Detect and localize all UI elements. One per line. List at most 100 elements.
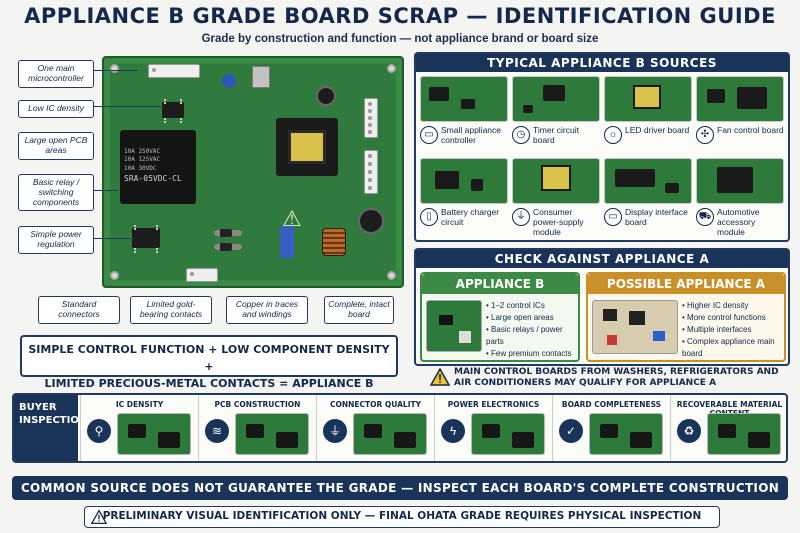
hv-warning-icon: ⚠	[282, 206, 302, 231]
inspection-label: BUYER INSPECTION	[14, 395, 87, 461]
leader-line	[94, 106, 164, 107]
sources-panel: TYPICAL APPLIANCE B SOURCES ▭ Small appli…	[414, 52, 790, 242]
microcontroller-chip	[162, 99, 184, 121]
source-label: Small appliance controller	[441, 125, 502, 145]
grade-formula-box: SIMPLE CONTROL FUNCTION + LOW COMPONENT …	[20, 335, 398, 407]
bullet: Higher IC density	[682, 300, 784, 312]
inspection-photo	[471, 413, 545, 455]
appliance-b-bullets: 1–2 control ICs Large open areas Basic r…	[486, 300, 578, 360]
voltage-regulator	[252, 66, 270, 88]
source-photo	[696, 158, 784, 204]
car-icon: ⛟	[696, 208, 714, 226]
source-tile: ▯Battery charger circuit	[420, 158, 508, 228]
callout-open-areas: Large open PCB areas	[18, 132, 94, 160]
notice-text: MAIN CONTROL BOARDS FROM WASHERS, REFRIG…	[454, 367, 779, 388]
connector	[148, 64, 200, 78]
source-tile: ▭Display interface board	[604, 158, 692, 228]
inspection-item-label: CONNECTOR QUALITY	[329, 400, 422, 409]
clock-icon: ◷	[512, 126, 530, 144]
magnifier-icon: ⚲	[87, 419, 111, 443]
source-label: Battery charger circuit	[441, 207, 500, 227]
callout-gold-contacts: Limited gold-bearing contacts	[130, 296, 212, 324]
source-photo	[512, 158, 600, 204]
inspection-photo	[589, 413, 663, 455]
battery-icon: ▯	[420, 208, 438, 226]
inspection-photo	[117, 413, 191, 455]
page-subtitle: Grade by construction and function — not…	[201, 33, 599, 45]
source-photo	[420, 158, 508, 204]
connector	[364, 150, 378, 194]
grade-warning-banner: COMMON SOURCE DOES NOT GUARANTEE THE GRA…	[12, 476, 788, 500]
connector	[364, 98, 378, 138]
connector	[186, 268, 218, 282]
formula-line-1: SIMPLE CONTROL FUNCTION + LOW COMPONENT …	[28, 343, 390, 373]
annotated-board-figure: 10A 250VAC 10A 125VAC 10A 30VDC SRA-05VD…	[12, 48, 406, 330]
diode	[214, 243, 242, 251]
sources-heading: TYPICAL APPLIANCE B SOURCES	[416, 54, 788, 72]
shield-check-icon: ✓	[559, 419, 583, 443]
source-photo	[604, 76, 692, 122]
page-title: APPLIANCE B GRADE BOARD SCRAP — IDENTIFI…	[24, 4, 776, 28]
appliance-a-card: POSSIBLE APPLIANCE A Higher IC density M…	[586, 272, 786, 362]
callout-connectors: Standard connectors	[38, 296, 120, 324]
relay-rating: 10A 30VDC	[124, 164, 157, 172]
callout-relay: Basic relay / switching components	[18, 174, 94, 212]
inspection-item-label: BOARD COMPLETENESS	[561, 400, 662, 409]
source-tile: ⏚Consumer power-supply module	[512, 158, 600, 237]
mount-hole	[387, 64, 396, 73]
disclaimer-footer: PRELIMINARY VISUAL IDENTIFICATION ONLY —…	[84, 506, 720, 528]
appliance-a-photo	[592, 300, 678, 354]
source-label: LED driver board	[625, 125, 690, 135]
recycle-icon: ♻	[677, 419, 701, 443]
inspection-item-label: POWER ELECTRONICS	[447, 400, 540, 409]
bullet: More control functions	[682, 312, 784, 324]
warning-icon	[430, 368, 450, 386]
bullet: Few premium contacts	[486, 348, 578, 360]
callout-microcontroller: One main microcontroller	[18, 60, 94, 88]
relay-component: 10A 250VAC 10A 125VAC 10A 30VDC SRA-05VD…	[120, 130, 196, 204]
disclaimer-text: PRELIMINARY VISUAL IDENTIFICATION ONLY —…	[102, 510, 702, 522]
callout-power-regulation: Simple power regulation	[18, 226, 94, 254]
bullet: 1–2 control ICs	[486, 300, 578, 312]
warning-icon	[91, 509, 107, 525]
appliance-b-card: APPLIANCE B 1–2 control ICs Large open a…	[420, 272, 580, 362]
inductor-coil	[322, 228, 346, 256]
source-label: Fan control board	[717, 125, 784, 135]
source-tile: ✣Fan control board	[696, 76, 784, 144]
inspection-card: BOARD COMPLETENESS ✓	[552, 395, 670, 461]
mount-hole	[110, 64, 119, 73]
leader-line	[94, 70, 138, 71]
appliance-a-notice: MAIN CONTROL BOARDS FROM WASHERS, REFRIG…	[424, 366, 790, 390]
leader-line	[94, 238, 134, 239]
source-photo	[420, 76, 508, 122]
bullet: Complex appliance main board	[682, 336, 784, 360]
pcb-photo: 10A 250VAC 10A 125VAC 10A 30VDC SRA-05VD…	[102, 56, 404, 288]
leader-line	[94, 190, 118, 191]
appliance-b-title: APPLIANCE B	[422, 274, 578, 294]
compare-panel: CHECK AGAINST APPLIANCE A APPLIANCE B 1–…	[414, 248, 790, 366]
callout-copper: Copper in traces and windings	[226, 296, 308, 324]
plug-icon: ⏚	[323, 419, 347, 443]
inspection-card: CONNECTOR QUALITY ⏚	[316, 395, 434, 461]
diode	[214, 229, 242, 237]
source-photo	[512, 76, 600, 122]
bullet: Basic relays / power parts	[486, 324, 578, 348]
inspection-card: IC DENSITY⚲	[80, 395, 198, 461]
bullet: Large open areas	[486, 312, 578, 324]
layers-icon: ≋	[205, 419, 229, 443]
bullet: Multiple interfaces	[682, 324, 784, 336]
compare-heading: CHECK AGAINST APPLIANCE A	[416, 250, 788, 268]
source-photo	[604, 158, 692, 204]
inspection-photo	[353, 413, 427, 455]
fan-icon: ✣	[696, 126, 714, 144]
inspection-card: PCB CONSTRUCTION ≋	[198, 395, 316, 461]
relay-rating: 10A 250VAC	[124, 148, 161, 155]
inspection-card: RECOVERABLE MATERIAL CONTENT♻	[670, 395, 788, 461]
source-label: Automotive accessory module	[717, 207, 760, 237]
inspection-item-label: PCB CONSTRUCTION	[214, 400, 301, 409]
electrolytic-capacitor	[316, 86, 336, 106]
film-capacitor	[280, 226, 294, 258]
source-tile: ⛟Automotive accessory module	[696, 158, 784, 237]
monitor-icon: ▭	[604, 208, 622, 226]
